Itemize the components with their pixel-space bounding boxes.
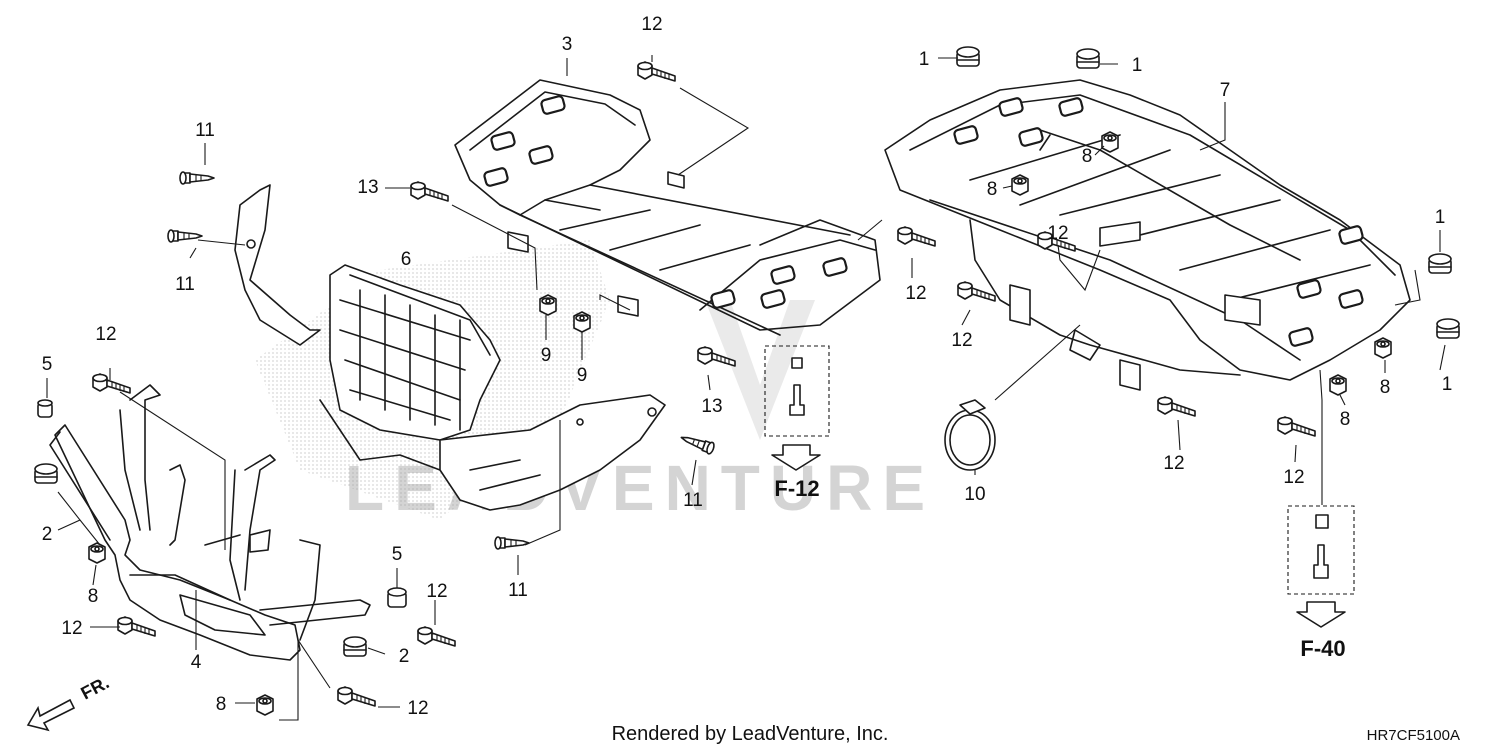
callout-label: 4 bbox=[191, 652, 202, 673]
callout-label: 8 bbox=[1082, 146, 1093, 167]
callout-label: 1 bbox=[1132, 55, 1143, 76]
bolt-13-a bbox=[410, 181, 449, 202]
callout-label: 11 bbox=[683, 490, 703, 511]
callout-label: 2 bbox=[42, 524, 53, 545]
cap-1-c bbox=[1428, 253, 1452, 274]
nut-8-a bbox=[88, 542, 106, 564]
ref-box-f12 bbox=[764, 345, 830, 471]
watermark-logo bbox=[705, 300, 815, 440]
callout-label: 8 bbox=[987, 179, 998, 200]
cap-1-b bbox=[1076, 48, 1100, 69]
carrier-rack-7 bbox=[884, 79, 1411, 391]
bolt-12-a bbox=[637, 61, 676, 82]
bolt-12-b bbox=[897, 226, 936, 247]
bolt-12-c bbox=[92, 373, 131, 394]
clip-11-b bbox=[167, 229, 203, 243]
callout-label: 11 bbox=[195, 120, 215, 141]
callout-label: 12 bbox=[951, 330, 972, 351]
cap-1-a bbox=[956, 46, 980, 67]
callout-label: 12 bbox=[1163, 453, 1184, 474]
front-direction-arrow-icon bbox=[26, 698, 76, 732]
callout-label: 8 bbox=[1380, 377, 1391, 398]
reference-label-f40[interactable]: F-40 bbox=[1300, 636, 1345, 661]
callout-label: 9 bbox=[541, 345, 552, 366]
ref-box-f40 bbox=[1287, 505, 1355, 628]
front-direction-label: FR. bbox=[77, 672, 112, 703]
carrier-rack-3 bbox=[454, 79, 881, 336]
callout-label: 3 bbox=[562, 34, 573, 55]
callout-label: 12 bbox=[1047, 223, 1068, 244]
callout-label: 1 bbox=[1442, 374, 1453, 395]
nut-9-a bbox=[539, 294, 557, 316]
leader-lines bbox=[46, 55, 1446, 721]
callout-label: 13 bbox=[701, 396, 722, 417]
band-clamp-10 bbox=[944, 399, 996, 471]
nut-8-f bbox=[1329, 374, 1347, 396]
callout-label: 8 bbox=[1340, 409, 1351, 430]
nut-8-c bbox=[1101, 131, 1119, 153]
callout-label: 10 bbox=[964, 484, 985, 505]
credit-text: Rendered by LeadVenture, Inc. bbox=[612, 723, 889, 745]
reference-label-f12[interactable]: F-12 bbox=[774, 476, 819, 501]
bolt-12-e bbox=[417, 626, 456, 647]
callout-label: 12 bbox=[61, 618, 82, 639]
bolt-12-i bbox=[1157, 396, 1196, 417]
callout-label: 7 bbox=[1220, 80, 1231, 101]
callout-label: 8 bbox=[216, 694, 227, 715]
nut-8-b bbox=[256, 694, 274, 716]
front-guard-4 bbox=[49, 384, 371, 661]
callout-label: 11 bbox=[175, 274, 195, 295]
clip-11-d bbox=[494, 536, 530, 550]
clip-11-a bbox=[179, 171, 215, 185]
callout-label: 2 bbox=[399, 646, 410, 667]
cap-2-b bbox=[343, 636, 367, 657]
callout-label: 12 bbox=[905, 283, 926, 304]
side-panel-11-bottom bbox=[439, 394, 666, 511]
callout-label: 9 bbox=[577, 365, 588, 386]
callout-label: 13 bbox=[357, 177, 378, 198]
callout-label: 8 bbox=[88, 586, 99, 607]
side-panel-11-top bbox=[234, 184, 321, 346]
callout-label: 11 bbox=[508, 580, 528, 601]
bolt-12-h bbox=[957, 281, 996, 302]
bolt-12-j bbox=[1277, 416, 1316, 437]
collar-5-b bbox=[387, 587, 407, 608]
cap-2-a bbox=[34, 463, 58, 484]
callout-label: 12 bbox=[407, 698, 428, 719]
diagram-code: HR7CF5100A bbox=[1367, 727, 1460, 744]
callout-label: 12 bbox=[1283, 467, 1304, 488]
callout-label: 12 bbox=[426, 581, 447, 602]
bolt-12-d bbox=[117, 616, 156, 637]
callout-label: 5 bbox=[392, 544, 403, 565]
callout-label: 12 bbox=[641, 14, 662, 35]
bolt-12-f bbox=[337, 686, 376, 707]
callout-label: 12 bbox=[95, 324, 116, 345]
callout-label: 1 bbox=[919, 49, 930, 70]
nut-9-b bbox=[573, 311, 591, 333]
nut-8-d bbox=[1011, 174, 1029, 196]
cap-1-d bbox=[1436, 318, 1460, 339]
nut-8-e bbox=[1374, 337, 1392, 359]
collar-5-a bbox=[37, 399, 53, 418]
front-grille-6 bbox=[319, 264, 501, 471]
callout-label: 6 bbox=[401, 249, 412, 270]
callout-label: 1 bbox=[1435, 207, 1446, 228]
callout-label: 5 bbox=[42, 354, 53, 375]
